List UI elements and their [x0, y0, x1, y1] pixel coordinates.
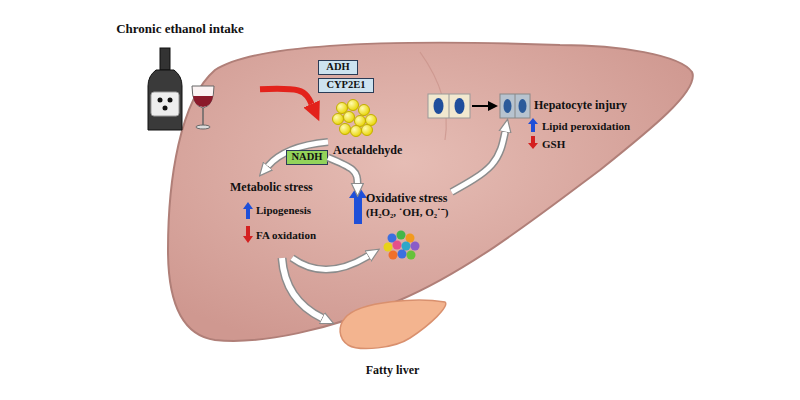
effect-label: GSH	[542, 138, 565, 150]
arrow-shaft	[292, 256, 368, 270]
glass-stem	[202, 108, 204, 126]
increase-arrow	[243, 202, 253, 219]
acetaldehyde-cluster	[333, 100, 377, 137]
molecule	[351, 126, 362, 137]
normal-cell	[428, 94, 470, 118]
node-heading: Fatty liver	[366, 364, 420, 378]
cell-border	[449, 94, 450, 118]
wine-glass	[192, 86, 214, 108]
effect-label: Lipogenesis	[256, 204, 311, 216]
molecule	[340, 124, 351, 135]
arrow-outline	[292, 256, 368, 270]
bottle-dot	[158, 98, 163, 103]
particle	[398, 250, 407, 259]
molecule	[366, 115, 377, 126]
increase-arrow	[528, 118, 538, 132]
bottle-label	[151, 92, 179, 116]
enzyme-box: ADH	[318, 60, 358, 75]
arrow-shaft	[328, 158, 357, 184]
arrow-shaft	[282, 258, 322, 318]
cell-border	[515, 94, 516, 118]
increase-arrow	[349, 185, 367, 224]
arrow-outline	[268, 142, 328, 166]
flow-arrow	[328, 158, 357, 184]
particle	[393, 241, 402, 250]
node-heading: Oxidative stress	[366, 192, 447, 206]
glass-base	[196, 125, 210, 129]
decrease-arrow	[528, 136, 538, 149]
illustrated-node: Chronic ethanol intake	[100, 22, 260, 134]
illustrated-node: Fatty liver	[335, 296, 450, 378]
flow-arrow	[282, 258, 322, 318]
illustrated-node: Acetaldehyde	[325, 100, 417, 158]
particle	[389, 251, 398, 260]
molecule	[344, 112, 355, 123]
flow-arrow	[268, 142, 328, 166]
particle	[407, 251, 416, 260]
cell-nucleus	[519, 99, 527, 113]
cell-nucleus	[434, 98, 444, 114]
molecule	[333, 114, 344, 125]
molecule	[355, 116, 366, 127]
injury-arrow	[472, 105, 488, 107]
illustrated-node: Hepatocyte injury	[498, 92, 648, 120]
particle	[411, 242, 420, 251]
node-heading: Chronic ethanol intake	[116, 22, 244, 37]
bottle-neck	[160, 48, 170, 70]
wine	[193, 96, 213, 107]
arrow-shaft	[268, 142, 328, 166]
enzyme-box: NADH	[286, 150, 328, 165]
flow-arrow	[452, 132, 505, 192]
node-heading: ADH	[326, 61, 349, 73]
molecule	[362, 125, 373, 136]
particle	[406, 234, 415, 243]
node-heading: NADH	[292, 151, 323, 163]
particle	[402, 242, 411, 251]
node-heading: CYP2E1	[326, 79, 365, 91]
process-label: Metabolic stress	[230, 181, 313, 194]
bottle-body	[148, 70, 182, 130]
cell-nucleus	[455, 98, 465, 114]
molecule	[359, 105, 370, 116]
particle	[384, 243, 393, 252]
enzyme-box: CYP2E1	[318, 78, 374, 93]
arrow-shaft	[260, 89, 312, 104]
illustrated-node: Oxidative stress(H₂O₂, ˙OH, O₂˙⁻)	[362, 192, 474, 262]
flow-arrow	[292, 256, 368, 270]
ros-cluster	[384, 231, 420, 260]
bottle-dot	[163, 106, 168, 111]
injured-cell	[500, 94, 530, 118]
liver-illustration	[168, 43, 693, 341]
cell-nucleus	[504, 99, 512, 113]
arrow-shaft	[452, 132, 505, 192]
arrow-outline	[328, 158, 357, 184]
metabolism-arrow	[260, 89, 312, 104]
bottle-dot	[168, 98, 173, 103]
effect-label: Lipid peroxidation	[542, 120, 630, 132]
decrease-arrow	[243, 226, 253, 243]
effect-label: FA oxidation	[256, 229, 316, 241]
arrow-outline	[452, 132, 505, 192]
molecule	[337, 103, 348, 114]
node-heading: Acetaldehyde	[333, 144, 402, 158]
arrow-outline	[282, 258, 322, 318]
node-heading: Hepatocyte injury	[534, 99, 627, 113]
molecule	[348, 100, 359, 111]
node-body: (H₂O₂, ˙OH, O₂˙⁻)	[366, 206, 448, 219]
particle	[397, 231, 406, 240]
fatty-liver-illustration	[340, 300, 446, 348]
